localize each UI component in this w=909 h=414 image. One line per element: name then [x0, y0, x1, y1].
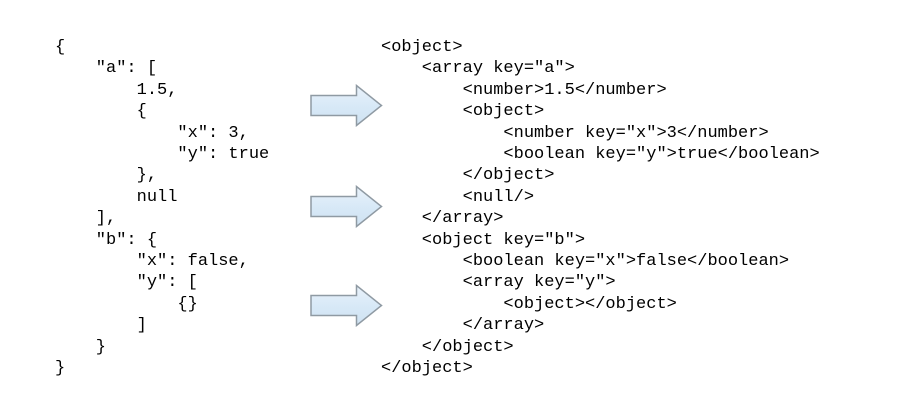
json-source-code: { "a": [ 1.5, { "x": 3, "y": true }, nul…	[55, 38, 270, 379]
xml-output-code: <object> <array key="a"> <number>1.5</nu…	[381, 38, 820, 379]
transform-arrow-icon	[310, 84, 383, 127]
transform-arrow-icon	[310, 284, 383, 327]
transform-arrow-icon	[310, 185, 383, 228]
